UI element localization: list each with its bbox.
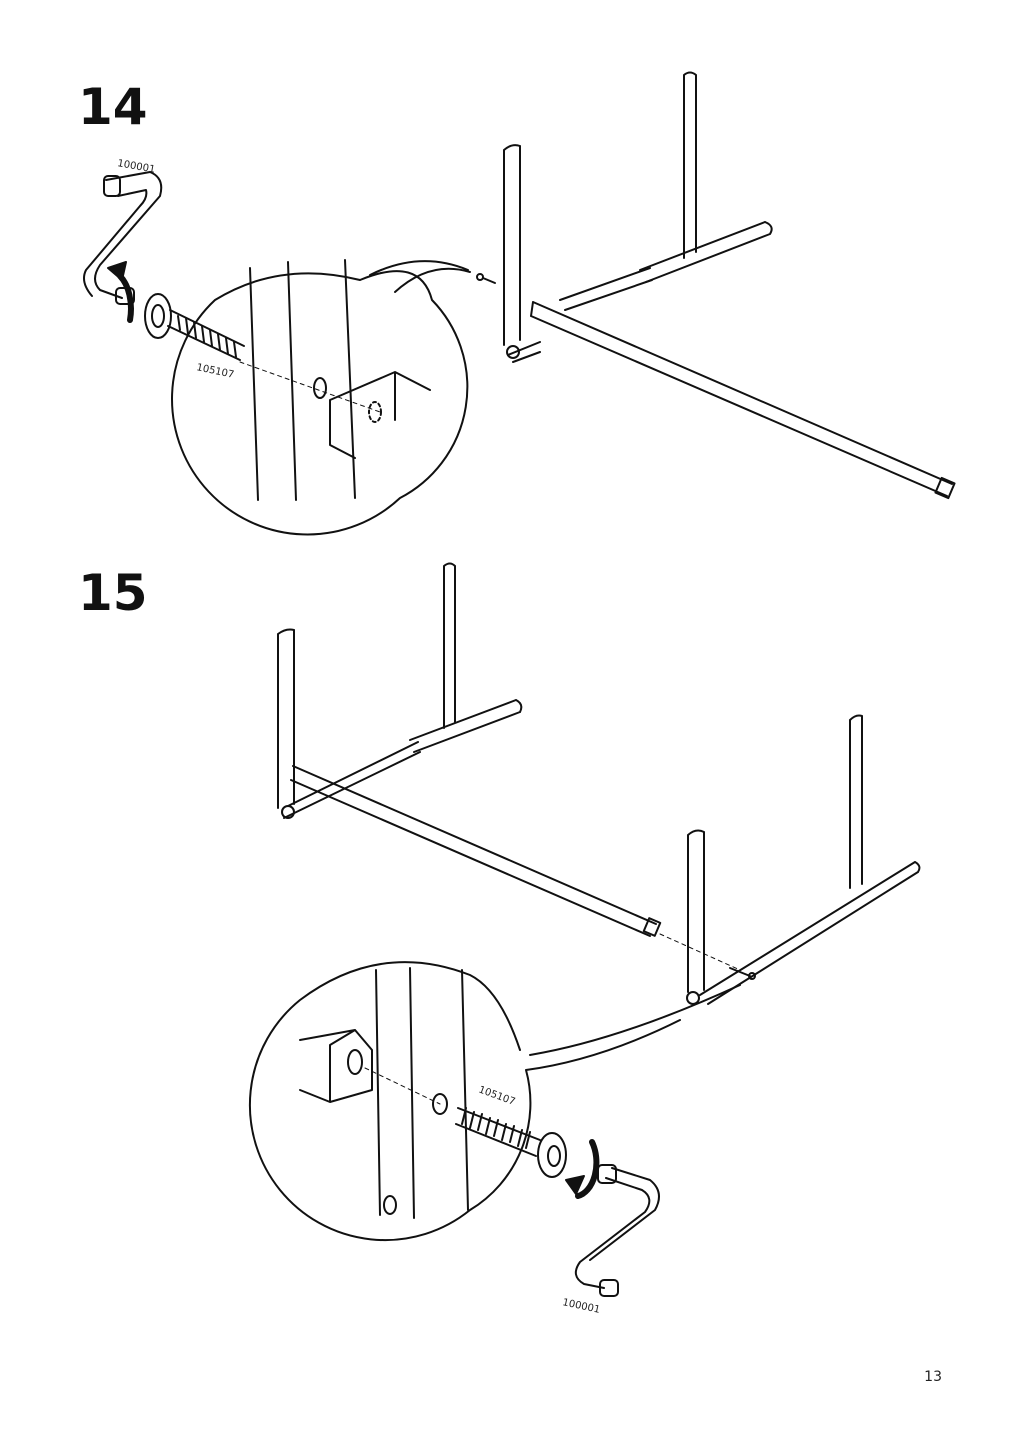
step15-right-frame	[659, 714, 921, 1005]
step15-bolt	[455, 1107, 567, 1178]
bolt-label-step14: 105107	[195, 362, 235, 381]
step-number-14: 14	[78, 78, 148, 136]
step14-bolt	[144, 293, 245, 361]
allen-key-icon	[574, 1164, 660, 1297]
tool-label-step15: 100001	[561, 1297, 601, 1316]
rotation-arrow-icon	[565, 1139, 600, 1199]
page-number: 13	[924, 1369, 942, 1385]
tool-label-step14: 100001	[116, 158, 156, 175]
step15-detail-circle	[248, 961, 741, 1242]
bolt-label-step15: 105107	[477, 1084, 517, 1107]
step14-frame	[476, 71, 956, 500]
rotation-arrow-icon	[107, 261, 134, 323]
step-number-15: 15	[78, 564, 148, 622]
step14-detail-circle	[171, 259, 471, 536]
step15-left-frame	[277, 562, 662, 937]
allen-key-icon	[83, 171, 163, 305]
